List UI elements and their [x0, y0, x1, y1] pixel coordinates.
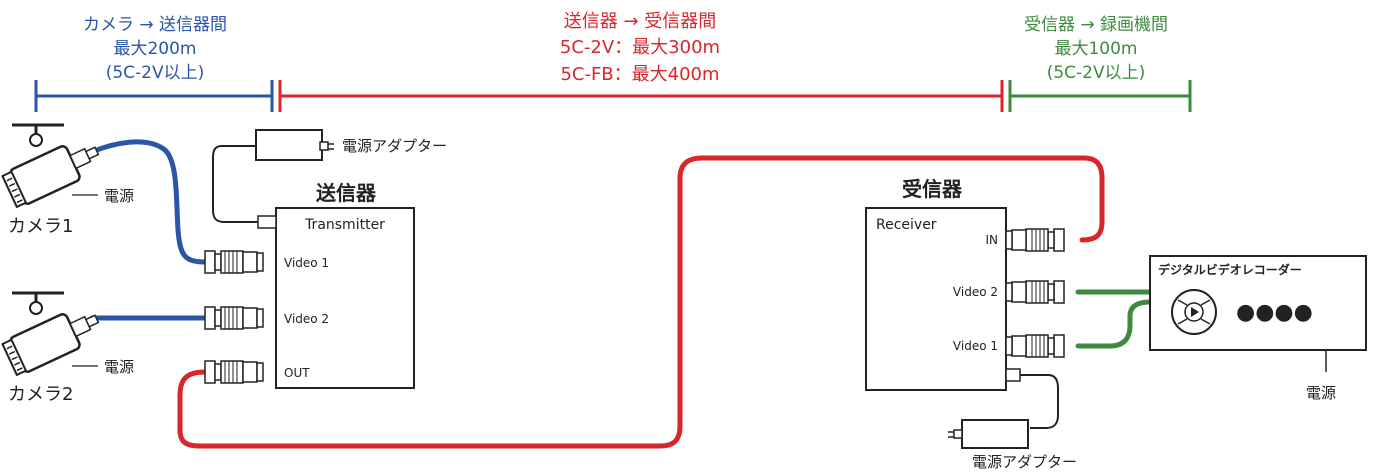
green-cable-video1 — [1075, 299, 1153, 349]
tx-rx-label-2: 5C-2V：最大300m — [560, 37, 720, 58]
rx-port-video2: Video 2 — [953, 285, 998, 299]
camera2-label: カメラ2 — [8, 384, 73, 405]
range-bar-rx-rec — [1008, 80, 1192, 112]
camera1-icon — [1, 123, 100, 209]
blue-cable-camera1 — [89, 139, 208, 265]
tx-power-adapter-icon — [255, 129, 334, 161]
tx-name: Transmitter — [304, 217, 385, 233]
recorder-name: デジタルビデオレコーダー — [1158, 262, 1302, 277]
tx-rx-label-1: 送信器 → 受信器間 — [564, 11, 717, 32]
cam-tx-label-2: 最大200m — [113, 39, 196, 59]
tx-out-connector — [204, 360, 264, 384]
rx-video1-connector — [1005, 334, 1065, 358]
rx-rec-label-3: (5C-2V以上) — [1047, 63, 1146, 83]
tx-power-jack — [257, 215, 277, 229]
range-bar-tx-rx — [278, 80, 1004, 112]
tx-adapter-cable — [212, 145, 260, 223]
tx-adapter-label: 電源アダプター — [342, 137, 447, 155]
transmitter-box — [275, 207, 415, 389]
cam-tx-label-1: カメラ → 送信器間 — [83, 15, 227, 35]
rx-port-video1: Video 1 — [953, 339, 998, 353]
red-cable-tx-rx — [177, 155, 1105, 449]
rx-name: Receiver — [876, 217, 937, 233]
camera2-power-label: 電源 — [104, 358, 134, 376]
tx-title-jp: 送信器 — [316, 181, 377, 205]
rx-adapter-cable — [1008, 374, 1059, 429]
rx-rec-label-1: 受信器 → 録画機間 — [1024, 15, 1168, 35]
tx-video2-connector — [204, 306, 264, 330]
receiver-box — [865, 207, 1007, 391]
range-bar-cam-tx — [34, 80, 274, 112]
recorder-power-label: 電源 — [1306, 384, 1336, 402]
rx-in-connector — [1005, 228, 1065, 252]
rx-power-jack — [1005, 368, 1021, 382]
rx-adapter-label: 電源アダプター — [972, 453, 1077, 471]
recorder-play-control-icon — [1171, 289, 1217, 335]
tx-port-video2: Video 2 — [284, 312, 329, 326]
camera2-icon — [1, 291, 100, 377]
rx-rec-label-2: 最大100m — [1054, 39, 1137, 59]
rx-video2-connector — [1005, 280, 1065, 304]
rx-power-adapter-icon — [948, 419, 1029, 449]
camera1-power-label: 電源 — [104, 187, 134, 205]
camera1-label: カメラ1 — [8, 216, 73, 237]
tx-port-out: OUT — [284, 366, 310, 380]
tx-video1-connector — [204, 250, 264, 274]
cam-tx-label-3: (5C-2V以上) — [106, 63, 205, 83]
rx-title-jp: 受信器 — [902, 177, 963, 201]
rx-port-in: IN — [985, 233, 998, 247]
tx-port-video1: Video 1 — [284, 256, 329, 270]
recorder-indicator-dots: ●●●● — [1236, 300, 1313, 325]
tx-rx-label-3: 5C-FB：最大400m — [560, 64, 719, 85]
